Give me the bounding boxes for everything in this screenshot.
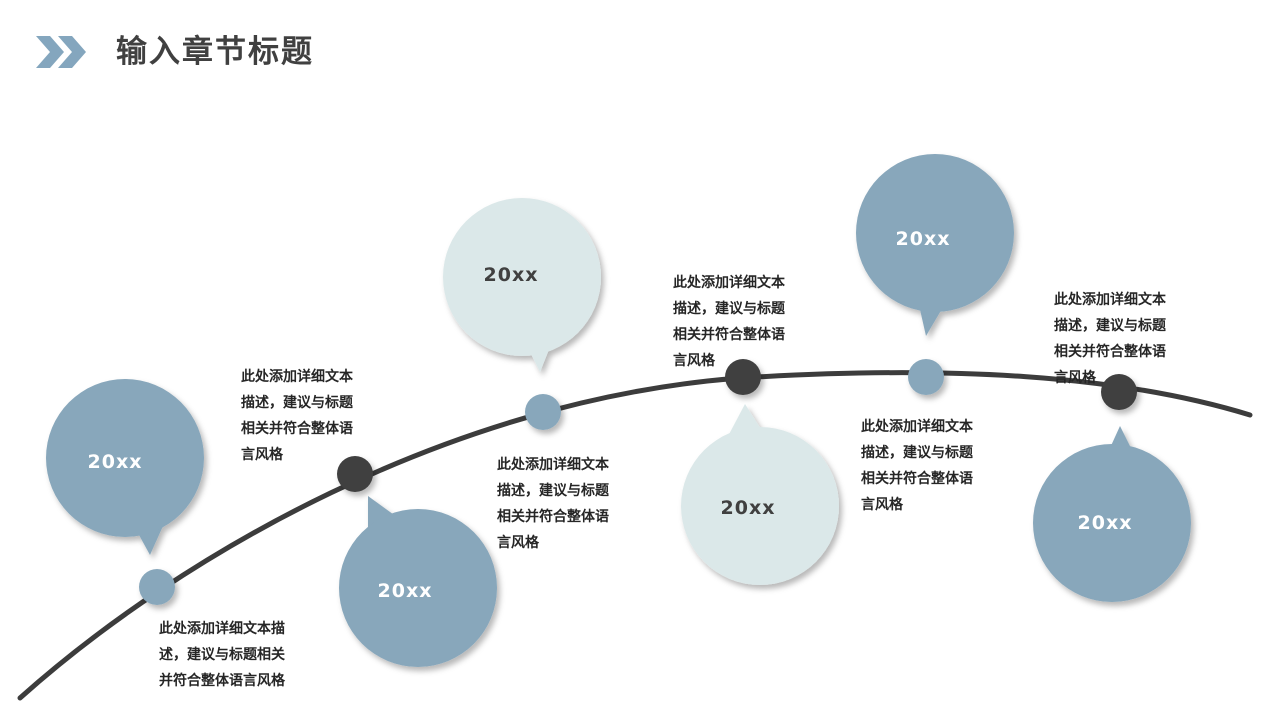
milestone-description-3: 此处添加详细文本 描述，建议与标题 相关并符合整体语 言风格 — [497, 452, 609, 556]
description-line: 言风格 — [1054, 370, 1096, 386]
page-title: 输入章节标题 — [116, 34, 314, 70]
double-chevron-icon — [36, 36, 86, 68]
description-line: 言风格 — [673, 353, 715, 369]
description-line: 相关并符合整体语 — [497, 509, 609, 525]
section-header — [36, 30, 96, 74]
year-bubble-3 — [443, 198, 601, 372]
description-line: 相关并符合整体语 — [861, 471, 973, 487]
timeline-node-6 — [1101, 374, 1137, 410]
year-bubble-2 — [339, 496, 497, 667]
timeline-curve — [17, 370, 1253, 701]
year-bubble-6 — [1033, 426, 1191, 602]
description-line: 此处添加详细文本 — [497, 457, 609, 473]
description-line: 描述，建议与标题 — [861, 445, 973, 461]
milestone-description-2: 此处添加详细文本 描述，建议与标题 相关并符合整体语 言风格 — [241, 364, 353, 468]
year-label-6: 20xx — [1077, 512, 1133, 534]
description-line: 并符合整体语言风格 — [159, 673, 285, 689]
timeline-node-4 — [725, 359, 761, 395]
milestone-description-1: 此处添加详细文本描 述，建议与标题相关 并符合整体语言风格 — [159, 616, 285, 694]
description-line: 描述，建议与标题 — [673, 301, 785, 317]
description-line: 描述，建议与标题 — [497, 483, 609, 499]
year-label-3: 20xx — [483, 264, 539, 286]
year-label-1: 20xx — [87, 451, 143, 473]
year-label-4: 20xx — [720, 497, 776, 519]
description-line: 言风格 — [861, 497, 903, 513]
description-line: 相关并符合整体语 — [1054, 344, 1166, 360]
year-bubble-1 — [46, 379, 204, 555]
description-line: 述，建议与标题相关 — [159, 647, 285, 663]
year-label-2: 20xx — [377, 580, 433, 602]
year-bubble-4 — [681, 404, 839, 585]
description-line: 言风格 — [497, 535, 539, 551]
milestone-description-4: 此处添加详细文本 描述，建议与标题 相关并符合整体语 言风格 — [673, 270, 785, 374]
description-line: 此处添加详细文本 — [1054, 292, 1166, 308]
description-line: 言风格 — [241, 447, 283, 463]
description-line: 此处添加详细文本描 — [159, 621, 285, 637]
year-label-5: 20xx — [895, 228, 951, 250]
timeline-node-1 — [139, 569, 175, 605]
description-line: 相关并符合整体语 — [673, 327, 785, 343]
description-line: 此处添加详细文本 — [861, 419, 973, 435]
description-line: 描述，建议与标题 — [241, 395, 353, 411]
timeline-node-3 — [525, 394, 561, 430]
description-line: 相关并符合整体语 — [241, 421, 353, 437]
description-line: 描述，建议与标题 — [1054, 318, 1166, 334]
description-line: 此处添加详细文本 — [241, 369, 353, 385]
year-bubble-5 — [856, 154, 1014, 336]
milestone-description-5: 此处添加详细文本 描述，建议与标题 相关并符合整体语 言风格 — [861, 414, 973, 518]
timeline-node-5 — [908, 359, 944, 395]
timeline-node-2 — [337, 456, 373, 492]
milestone-description-6: 此处添加详细文本 描述，建议与标题 相关并符合整体语 言风格 — [1054, 287, 1166, 391]
description-line: 此处添加详细文本 — [673, 275, 785, 291]
